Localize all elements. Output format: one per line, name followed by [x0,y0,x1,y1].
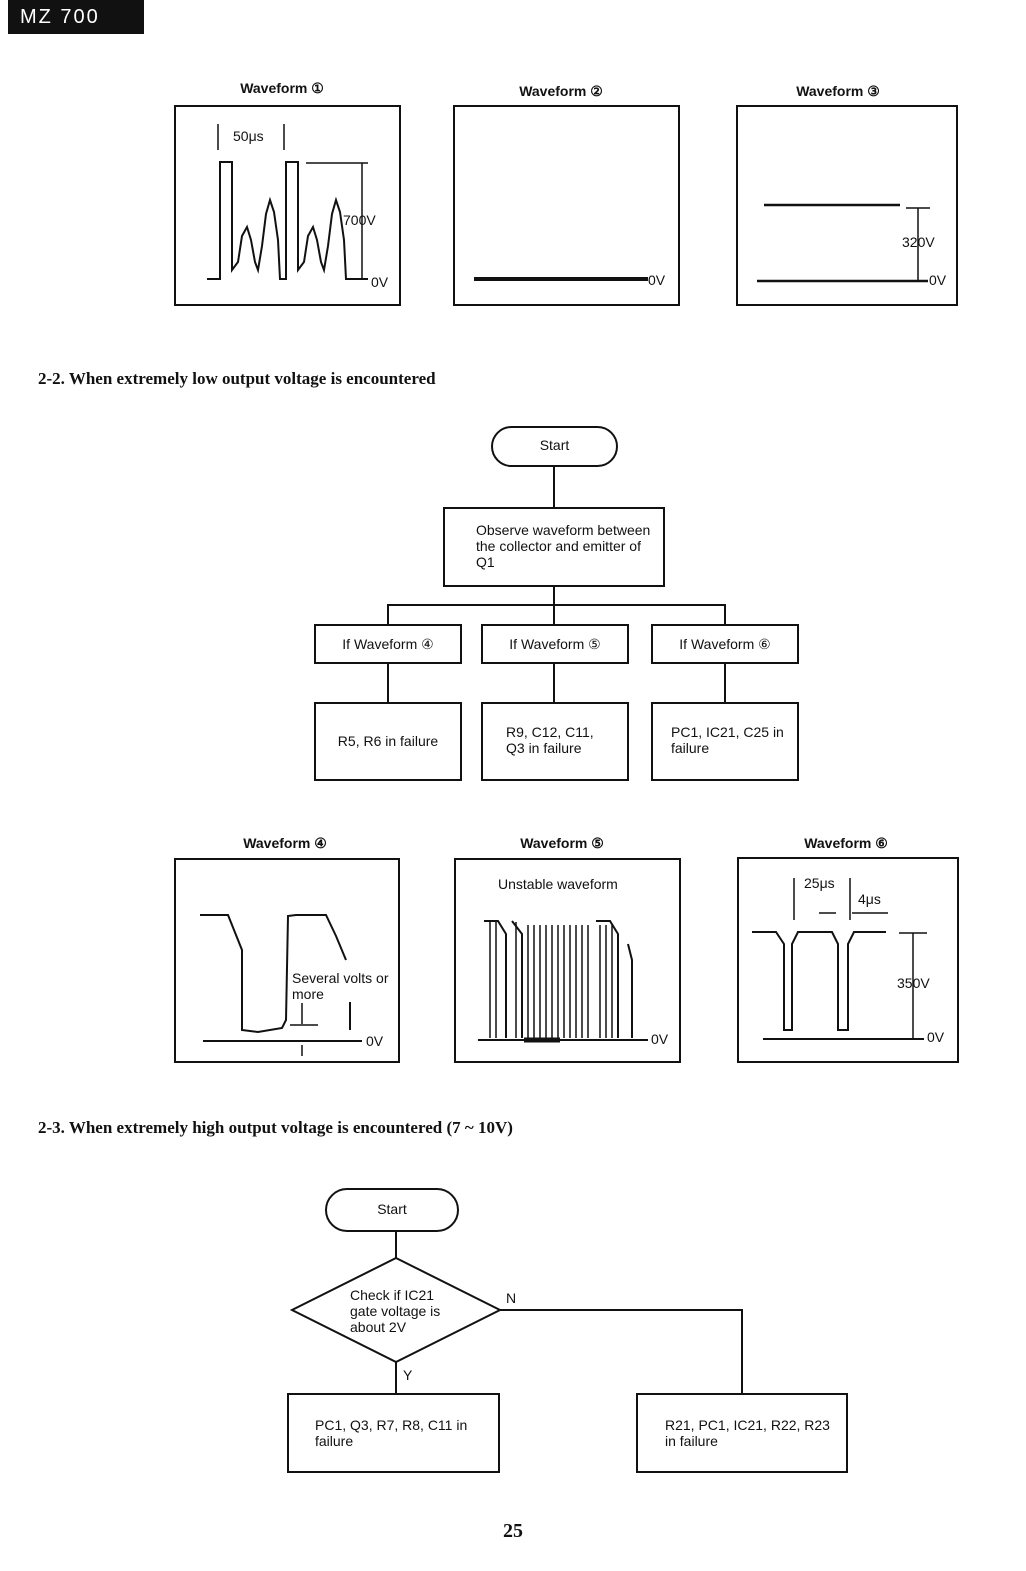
branch-6-box [651,624,799,664]
branch-5-condition: If Waveform ⑤ [509,636,601,652]
waveform-4-frame [174,858,400,1063]
start-label-2-3: Start [377,1201,407,1217]
waveform-4-note: Several volts or more [292,970,389,1002]
start-label-2-2: Start [539,437,570,453]
section-2-3-heading: 2-3. When extremely high output voltage … [38,1118,513,1137]
page-number: 25 [503,1520,523,1542]
waveform-1-trace [207,161,368,280]
waveform-5-noise [489,922,613,1038]
model-header: MZ 700 [8,0,144,34]
branch-5-box [481,624,629,664]
result-4-box [314,702,462,781]
branch-4-condition: If Waveform ④ [342,636,434,652]
yes-label: Y [403,1367,413,1383]
waveform-5-title: Waveform ⑤ [520,835,604,851]
waveform-1-period: 50μs [233,128,264,144]
result-6-text: PC1, IC21, C25 in failure [671,724,784,756]
result-5-text: R9, C12, C11, Q3 in failure [506,724,594,756]
start-terminal-2-3 [325,1188,459,1232]
waveform-5-zero: 0V [651,1031,669,1047]
no-label: N [506,1290,517,1306]
waveform-4-zero: 0V [366,1033,384,1049]
observe-step-box [443,507,665,587]
waveform-1-amplitude: 700V [343,212,376,228]
waveform-3-title: Waveform ③ [796,83,880,99]
no-result-text: R21, PC1, IC21, R22, R23 in failure [665,1417,830,1449]
connector-branch-bus [387,604,726,624]
connector-no [500,1309,743,1393]
waveform-6-trace [752,931,886,1031]
waveform-3-zero: 0V [929,272,947,288]
waveform-2-frame [453,105,680,306]
waveform-1-zero: 0V [371,274,389,290]
waveform-1-frame [174,105,401,306]
waveform-5-trace [484,920,633,1038]
decision-diamond [289,1256,503,1364]
result-4-text: R5, R6 in failure [337,733,439,749]
section-2-2-heading: 2-2. When extremely low output voltage i… [38,369,436,388]
observe-step-text: Observe waveform between the collector a… [476,522,651,570]
yes-result-text: PC1, Q3, R7, R8, C11 in failure [315,1417,468,1449]
branch-6-condition: If Waveform ⑥ [679,636,771,652]
no-result-box [636,1393,848,1473]
waveform-6-period: 25μs [804,875,835,891]
result-6-box [651,702,799,781]
yes-result-box [287,1393,500,1473]
waveform-6-title: Waveform ⑥ [804,835,888,851]
waveform-6-zero: 0V [927,1029,945,1045]
waveform-5-frame [454,858,681,1063]
waveform-5-note: Unstable waveform [498,876,618,892]
waveform-6-pulse: 4μs [858,891,881,907]
waveform-4-title: Waveform ④ [243,835,327,851]
waveform-4-trace [200,914,347,1034]
branch-4-box [314,624,462,664]
waveform-1-title: Waveform ① [240,80,324,96]
result-5-box [481,702,629,781]
decision-text: Check if IC21 gate voltage is about 2V [350,1287,441,1335]
waveform-2-title: Waveform ② [519,83,603,99]
waveform-2-zero: 0V [648,272,666,288]
start-terminal-2-2 [491,426,618,467]
